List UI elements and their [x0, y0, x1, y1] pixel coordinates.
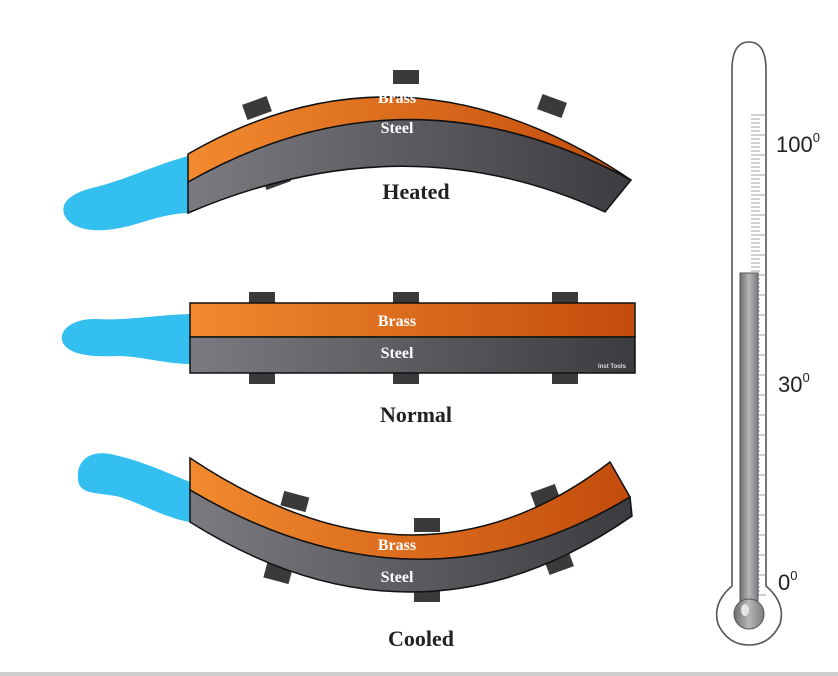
cooled-clamp — [544, 551, 574, 575]
normal-clamp — [552, 292, 578, 304]
thermometer-bulb-highlight — [741, 604, 749, 616]
normal-clamp — [552, 372, 578, 384]
thermometer-mark-30: 300 — [778, 370, 810, 397]
normal-steel-label: Steel — [381, 345, 414, 362]
normal-clamp — [393, 372, 419, 384]
thermometer-mark-100: 1000 — [776, 130, 820, 157]
cooled-clamp — [280, 490, 310, 513]
cooled-steel-layer — [189, 488, 633, 593]
normal-caption: Normal — [380, 402, 452, 427]
normal-handle — [61, 314, 190, 364]
cooled-clamp — [530, 483, 560, 507]
normal-clamp — [249, 372, 275, 384]
heated-caption: Heated — [382, 179, 449, 204]
cooled-handle — [77, 453, 190, 522]
thermometer: 1000 300 00 — [715, 41, 820, 646]
cooled-steel-label: Steel — [381, 569, 414, 586]
bottom-edge-bar — [0, 672, 838, 676]
thermometer-bulb — [733, 598, 765, 630]
heated-steel-label: Steel — [381, 120, 414, 137]
normal-brass-label: Brass — [378, 313, 416, 330]
thermometer-mark-0: 00 — [778, 568, 797, 595]
cooled-caption: Cooled — [388, 626, 454, 651]
heated-clamp — [242, 96, 272, 120]
heated-handle — [63, 156, 189, 231]
watermark: Inst Tools — [598, 364, 627, 370]
normal-clamp — [249, 292, 275, 304]
normal-clamp — [393, 292, 419, 304]
heated-strip-assembly: Brass Steel Heated — [63, 70, 633, 231]
cooled-brass-label: Brass — [378, 537, 416, 554]
heated-brass-layer — [187, 96, 632, 184]
heated-clamp — [537, 94, 567, 118]
normal-strip-assembly: Brass Steel Inst Tools Normal — [61, 292, 636, 427]
thermometer-mercury-column — [739, 272, 759, 602]
cooled-clamp — [414, 518, 440, 532]
normal-steel-layer — [189, 336, 636, 374]
cooled-strip-assembly: Brass Steel Cooled — [77, 453, 633, 651]
heated-clamp — [393, 70, 419, 84]
heated-brass-label: Brass — [378, 90, 416, 107]
